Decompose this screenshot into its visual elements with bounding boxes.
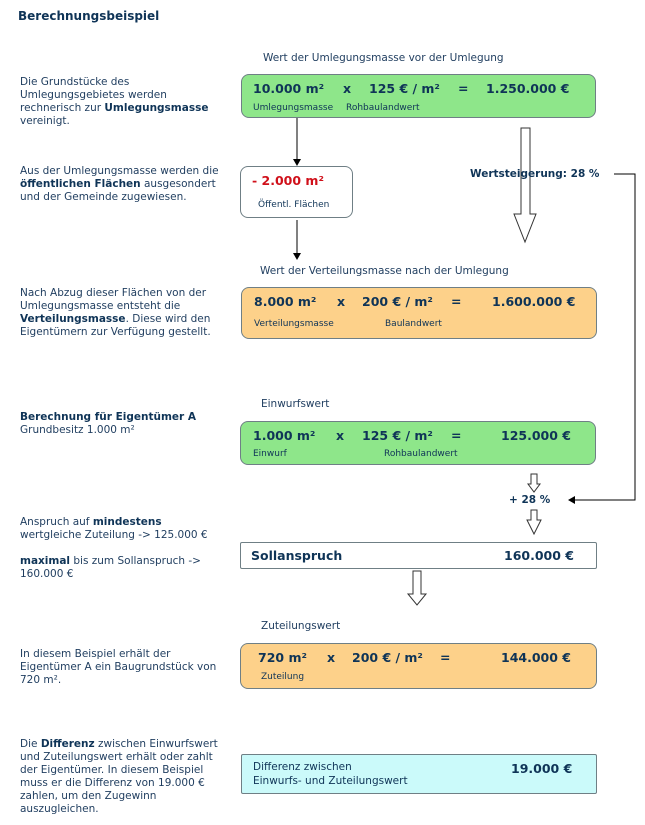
text: wertgleiche Zuteilung -> 125.000 € <box>20 529 208 541</box>
text-bold: Verteilungsmasse <box>20 313 126 325</box>
text: ausgesondert und der Gemeinde zugewiesen… <box>20 178 216 203</box>
total-value: 1.250.000 € <box>486 81 570 96</box>
price-value: 125 € / m² <box>362 428 433 443</box>
text-bold: öffentlichen Flächen <box>20 178 141 190</box>
arrow-head <box>293 253 301 260</box>
box-verteilungsmasse: 8.000 m² x 200 € / m² = 1.600.000 € Vert… <box>241 287 597 339</box>
text-bold: Umlegungsmasse <box>104 102 209 114</box>
box-label: Rohbaulandwert <box>384 449 458 459</box>
box-label: Verteilungsmasse <box>254 319 334 329</box>
total-value: 1.600.000 € <box>492 294 576 309</box>
price-value: 125 € / m² <box>369 81 440 96</box>
text-bold: mindestens <box>92 516 162 528</box>
text: Die Grundstücke des Umlegungsgebietes we… <box>20 76 167 114</box>
hollow-arrow-down-icon <box>526 509 542 536</box>
sidebar-text-eigentuemer: Berechnung für Eigentümer A Grundbesitz … <box>20 411 225 437</box>
caption-umlegungsmasse: Wert der Umlegungsmasse vor der Umlegung <box>263 52 504 64</box>
caption-zuteilungswert: Zuteilungswert <box>261 620 341 632</box>
caption-verteilungsmasse: Wert der Verteilungsmasse nach der Umleg… <box>260 265 509 277</box>
connector-line <box>575 173 636 501</box>
text: zwischen Einwurfswert und Zuteilungswert… <box>20 738 218 815</box>
wertsteigerung-label: Wertsteigerung: 28 % <box>470 168 600 180</box>
sidebar-text-oeffentliche-flaechen: Aus der Umlegungsmasse werden die öffent… <box>20 165 225 204</box>
box-label: Einwurf <box>253 449 287 459</box>
page-title: Berechnungsbeispiel <box>18 9 160 23</box>
box-label: Zuteilung <box>261 672 305 682</box>
hollow-arrow-down-icon <box>513 127 537 244</box>
area-value: 10.000 m² <box>253 81 325 96</box>
sidebar-text-verteilungsmasse: Nach Abzug dieser Flächen von der Umlegu… <box>20 287 225 339</box>
sidebar-text-differenz: Die Differenz zwischen Einwurfswert und … <box>20 738 225 816</box>
box-sollanspruch: Sollanspruch 160.000 € <box>240 542 597 569</box>
caption-einwurfswert: Einwurfswert <box>261 398 330 410</box>
sidebar-text-anspruch: Anspruch auf mindestens wertgleiche Zute… <box>20 516 225 581</box>
total-value: 160.000 € <box>504 548 574 563</box>
operator: = <box>458 81 469 96</box>
box-zuteilung: 720 m² x 200 € / m² = 144.000 € Zuteilun… <box>240 643 597 689</box>
hollow-arrow-down-icon <box>406 570 428 606</box>
sidebar-text-umlegungsmasse: Die Grundstücke des Umlegungsgebietes we… <box>20 76 225 128</box>
text: In diesem Beispiel erhält der Eigentümer… <box>20 648 217 686</box>
arrow-head-left <box>568 496 575 504</box>
operator: = <box>451 428 462 443</box>
total-value: 144.000 € <box>501 650 571 665</box>
box-label: Öffentl. Flächen <box>258 200 330 210</box>
area-value: 720 m² <box>258 650 307 665</box>
box-label: Differenz zwischen <box>253 761 352 773</box>
area-value: - 2.000 m² <box>252 173 324 188</box>
text: bis zum Sollanspruch -> 160.000 € <box>20 555 201 580</box>
text: Die <box>20 738 41 750</box>
area-value: 8.000 m² <box>254 294 317 309</box>
operator: x <box>327 650 336 665</box>
hollow-arrow-down-icon <box>527 473 541 493</box>
price-value: 200 € / m² <box>352 650 423 665</box>
arrow-head <box>293 159 301 166</box>
text-bold: Differenz <box>40 738 95 750</box>
percent-increase-label: + 28 % <box>509 494 551 506</box>
box-umlegungsmasse: 10.000 m² x 125 € / m² = 1.250.000 € Uml… <box>241 74 596 118</box>
total-value: 19.000 € <box>511 761 573 776</box>
box-label: Rohbaulandwert <box>346 103 420 113</box>
box-differenz: Differenz zwischen Einwurfs- und Zuteilu… <box>241 754 597 794</box>
text: . Diese wird den Eigentümern zur Verfügu… <box>20 313 211 338</box>
price-value: 200 € / m² <box>362 294 433 309</box>
total-value: 125.000 € <box>501 428 571 443</box>
sidebar-text-baugrundstueck: In diesem Beispiel erhält der Eigentümer… <box>20 648 225 687</box>
box-label: Sollanspruch <box>251 548 343 563</box>
operator: = <box>440 650 451 665</box>
text-bold: maximal <box>20 555 71 567</box>
box-einwurf: 1.000 m² x 125 € / m² = 125.000 € Einwur… <box>240 421 596 465</box>
operator: x <box>336 428 345 443</box>
operator: x <box>337 294 346 309</box>
box-label: Einwurfs- und Zuteilungswert <box>253 775 408 787</box>
operator: x <box>343 81 352 96</box>
text: Anspruch auf <box>20 516 93 528</box>
sidebar-heading: Berechnung für Eigentümer A <box>20 411 196 423</box>
text: Nach Abzug dieser Flächen von der Umlegu… <box>20 287 207 312</box>
text: Grundbesitz 1.000 m² <box>20 424 135 436</box>
text: Aus der Umlegungsmasse werden die <box>20 165 219 177</box>
box-label: Umlegungsmasse <box>253 103 334 113</box>
text: vereinigt. <box>20 115 70 127</box>
box-label: Baulandwert <box>385 319 442 329</box>
operator: = <box>451 294 462 309</box>
area-value: 1.000 m² <box>253 428 316 443</box>
box-oeffentliche-flaechen: - 2.000 m² Öffentl. Flächen <box>240 166 353 218</box>
